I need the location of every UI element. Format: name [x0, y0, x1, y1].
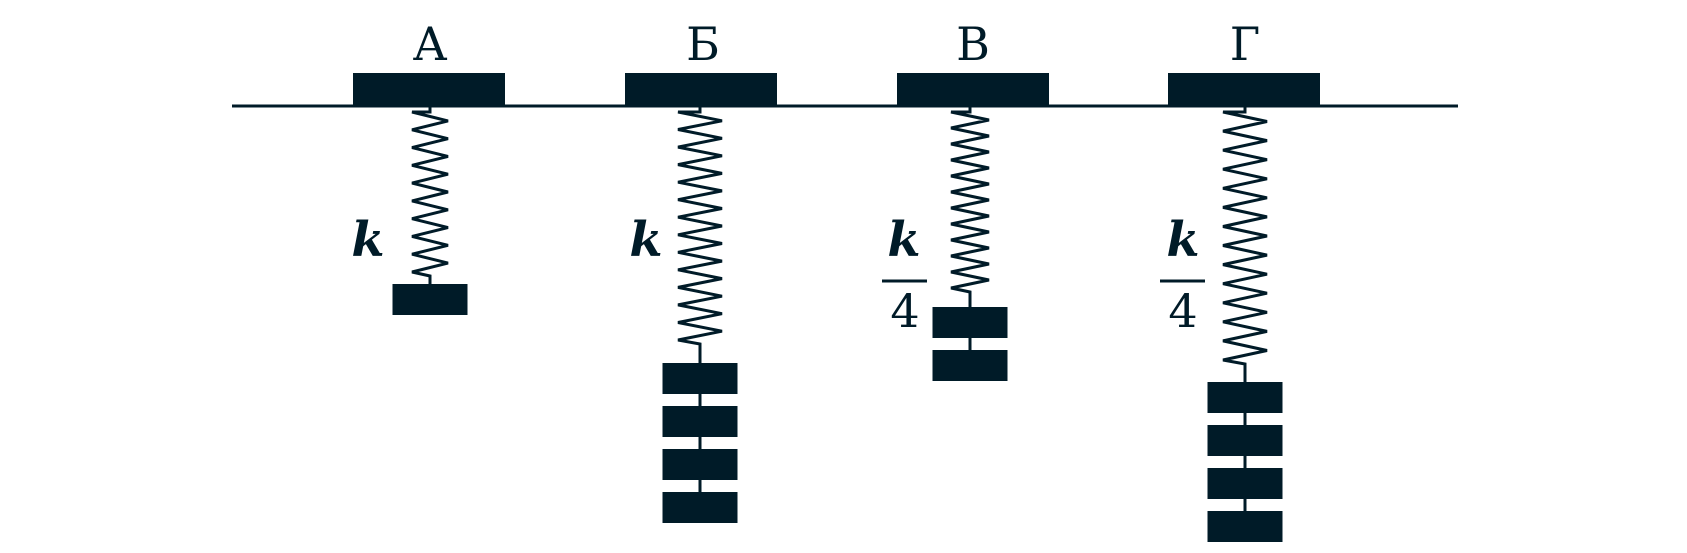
mass-block — [1207, 382, 1283, 413]
mass-block — [932, 307, 1008, 338]
spring — [950, 106, 990, 307]
stiffness-numerator: k — [629, 212, 662, 268]
ceiling-block — [1168, 73, 1320, 106]
spring — [677, 106, 723, 363]
stiffness-denominator: 4 — [1168, 284, 1197, 338]
system-label: А — [413, 17, 448, 71]
stiffness-denominator: 4 — [890, 284, 919, 338]
stiffness-numerator: k — [887, 212, 920, 268]
ceiling-block — [625, 73, 777, 106]
mass-block — [662, 363, 738, 394]
mass-block — [662, 406, 738, 437]
mass-block — [662, 492, 738, 523]
spring — [411, 106, 449, 284]
mass-block — [932, 350, 1008, 381]
system-v: В k 4 — [882, 17, 1049, 381]
mass-stack — [932, 307, 1008, 381]
system-label: Б — [686, 17, 720, 71]
ceiling-block — [353, 73, 505, 106]
mass-stack — [662, 363, 738, 523]
mass-block — [1207, 425, 1283, 456]
mass-block — [662, 449, 738, 480]
system-b: Б k — [625, 17, 777, 523]
system-label: В — [956, 17, 990, 71]
stiffness-numerator: k — [1166, 212, 1199, 268]
system-g: Г k 4 — [1160, 17, 1320, 542]
mass-block — [1207, 468, 1283, 499]
system-a: А k — [351, 17, 505, 315]
mass-block — [1207, 511, 1283, 542]
mass-block — [392, 284, 468, 315]
mass-stack — [392, 284, 468, 315]
spring — [1222, 106, 1268, 382]
stiffness-numerator: k — [351, 212, 384, 268]
mass-stack — [1207, 382, 1283, 542]
ceiling-block — [897, 73, 1049, 106]
system-label: Г — [1230, 17, 1260, 71]
